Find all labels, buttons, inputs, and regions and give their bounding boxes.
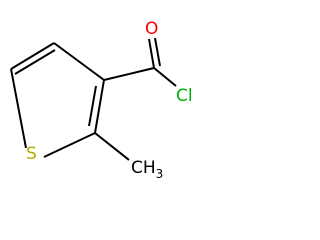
bond-c2-methyl <box>94 132 130 161</box>
methyl-main-text: CH <box>131 158 156 178</box>
methyl-subscript: 3 <box>155 167 164 181</box>
bond-c3-c2-inner <box>88 85 97 127</box>
bond-c5-s <box>10 68 27 149</box>
oxygen-atom-label: O <box>145 19 159 39</box>
bond-c4-c5-inner <box>14 49 56 75</box>
bond-c3-c4 <box>53 42 105 81</box>
bond-c3-c2 <box>94 79 105 134</box>
bond-c4-c5 <box>10 42 55 70</box>
bond-carbonyl-oxygen-2 <box>154 37 161 67</box>
structure-canvas: O Cl S CH3 <box>10 19 193 181</box>
molecule-structure <box>10 37 177 161</box>
bond-carbonyl-chlorine <box>153 67 177 87</box>
chlorine-atom-label: Cl <box>176 86 193 106</box>
bond-c3-carbonyl <box>103 67 155 81</box>
bond-s-c2 <box>43 132 96 158</box>
sulfur-atom-label: S <box>26 144 37 164</box>
methyl-group-label: CH3 <box>131 158 163 181</box>
bond-carbonyl-oxygen <box>148 38 155 69</box>
